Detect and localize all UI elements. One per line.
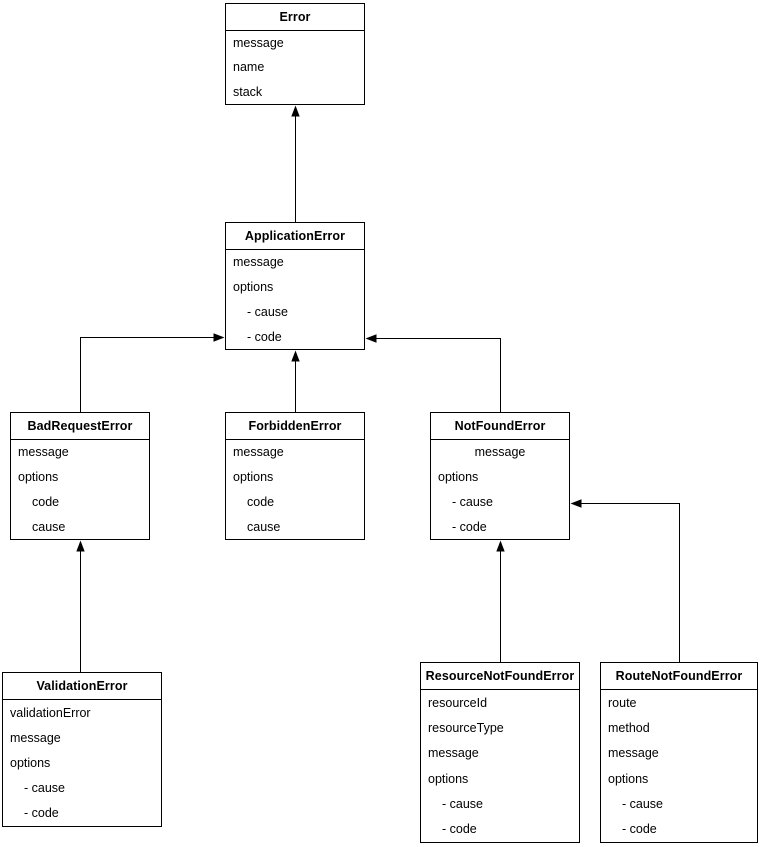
class-field: - code bbox=[442, 822, 477, 837]
class-field: options bbox=[233, 280, 274, 295]
class-fields: message name stack bbox=[226, 31, 364, 104]
class-field: cause bbox=[247, 519, 281, 534]
class-field: validationError bbox=[10, 705, 91, 720]
class-title: ValidationError bbox=[3, 673, 161, 700]
class-field: - cause bbox=[442, 796, 483, 811]
class-fields: resourceId resourceType message options … bbox=[421, 690, 579, 842]
class-field: stack bbox=[233, 84, 263, 99]
class-field: message bbox=[608, 746, 659, 761]
class-field: message bbox=[428, 746, 479, 761]
arrow-forbiddenerror-to-applicationerror bbox=[291, 350, 300, 412]
class-field: options bbox=[428, 771, 469, 786]
class-field: - code bbox=[247, 329, 282, 344]
class-field: - code bbox=[24, 806, 59, 821]
class-title: ResourceNotFoundError bbox=[421, 663, 579, 690]
class-field: - code bbox=[452, 519, 487, 534]
arrow-resourcenotfounderror-to-notfounderror bbox=[496, 540, 505, 662]
class-field: message bbox=[233, 36, 284, 51]
class-box-resource-not-found-error: ResourceNotFoundError resourceId resourc… bbox=[420, 662, 580, 843]
class-field: options bbox=[608, 771, 649, 786]
class-field: message bbox=[233, 445, 284, 460]
class-box-not-found-error: NotFoundError message options - cause - … bbox=[430, 412, 570, 540]
class-field: - cause bbox=[622, 796, 663, 811]
class-field: - cause bbox=[452, 494, 493, 509]
class-field: options bbox=[233, 470, 274, 485]
class-field: - cause bbox=[247, 304, 288, 319]
class-field: name bbox=[233, 60, 265, 75]
class-field: - cause bbox=[24, 781, 65, 796]
arrow-routenotfounderror-to-notfounderror bbox=[570, 499, 680, 662]
class-field: message bbox=[18, 445, 69, 460]
class-field: message bbox=[10, 730, 61, 745]
class-fields: validationError message options - cause … bbox=[3, 700, 161, 826]
class-field: message bbox=[474, 445, 526, 460]
class-field: code bbox=[32, 494, 60, 509]
class-box-route-not-found-error: RouteNotFoundError route method message … bbox=[600, 662, 758, 843]
arrow-validationerror-to-badrequesterror bbox=[76, 540, 85, 672]
class-fields: message options - cause - code bbox=[226, 250, 364, 349]
class-title: Error bbox=[226, 4, 364, 31]
arrow-badrequesterror-to-applicationerror bbox=[80, 333, 225, 412]
arrow-applicationerror-to-error bbox=[291, 105, 300, 222]
arrow-notfounderror-to-applicationerror bbox=[365, 334, 501, 412]
class-field: resourceType bbox=[428, 720, 504, 735]
class-title: BadRequestError bbox=[11, 413, 149, 440]
class-field: - code bbox=[622, 822, 657, 837]
class-box-application-error: ApplicationError message options - cause… bbox=[225, 222, 365, 350]
class-box-error: Error message name stack bbox=[225, 3, 365, 105]
class-fields: message options code cause bbox=[226, 440, 364, 539]
class-box-bad-request-error: BadRequestError message options code cau… bbox=[10, 412, 150, 540]
class-fields: message options - cause - code bbox=[431, 440, 569, 539]
class-field: options bbox=[18, 470, 59, 485]
class-title: RouteNotFoundError bbox=[601, 663, 757, 690]
class-field: code bbox=[247, 494, 275, 509]
class-box-validation-error: ValidationError validationError message … bbox=[2, 672, 162, 827]
class-title: ForbiddenError bbox=[226, 413, 364, 440]
class-field: route bbox=[608, 695, 637, 710]
class-field: method bbox=[608, 720, 650, 735]
class-field: options bbox=[438, 470, 479, 485]
class-title: ApplicationError bbox=[226, 223, 364, 250]
class-fields: route method message options - cause - c… bbox=[601, 690, 757, 842]
class-title: NotFoundError bbox=[431, 413, 569, 440]
class-field: options bbox=[10, 756, 51, 770]
class-field: resourceId bbox=[428, 695, 488, 710]
class-box-forbidden-error: ForbiddenError message options code caus… bbox=[225, 412, 365, 540]
class-field: message bbox=[233, 255, 284, 270]
class-fields: message options code cause bbox=[11, 440, 149, 539]
class-field: cause bbox=[32, 519, 66, 534]
